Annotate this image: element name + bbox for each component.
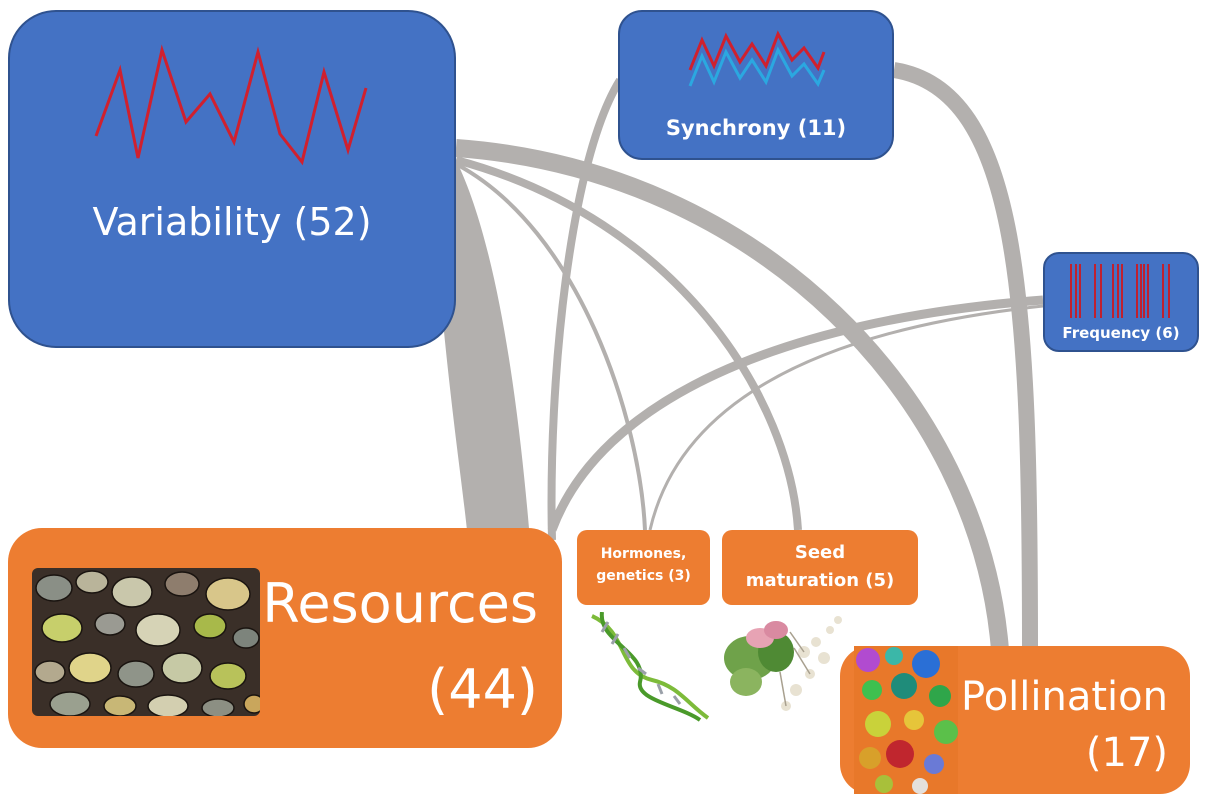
synchrony-trace-icon — [688, 30, 826, 88]
pollination-label: Pollination — [961, 674, 1168, 720]
node-resources: Resources (44) — [8, 528, 562, 748]
synchrony-label: Synchrony (11) — [665, 116, 847, 140]
resources-count: (44) — [427, 658, 538, 721]
link-frequency-resources — [547, 295, 1044, 532]
seed-label: Seed — [794, 542, 846, 563]
leaf-litter-image — [32, 568, 260, 716]
frequency-label: Frequency (6) — [1062, 324, 1180, 342]
link-variability-resources — [440, 160, 530, 540]
link-synchrony-pollination — [892, 62, 1038, 651]
pollination-count: (17) — [1085, 730, 1168, 776]
variability-trace-icon — [94, 44, 368, 166]
node-synchrony: Synchrony (11) — [618, 10, 894, 160]
node-variability: Variability (52) — [8, 10, 456, 348]
pollen-grains-image — [854, 646, 958, 794]
node-pollination: Pollination (17) — [840, 646, 1190, 794]
hormones-label: Hormones, — [600, 546, 687, 562]
link-frequency-hormones — [648, 304, 1044, 531]
node-frequency: Frequency (6) — [1043, 252, 1199, 352]
node-seed-maturation: Seed maturation (5) — [722, 530, 918, 605]
seed-cluster-image — [724, 616, 842, 711]
link-variability-seed — [454, 156, 802, 531]
link-variability-hormones — [455, 162, 647, 531]
variability-label: Variability (52) — [92, 200, 372, 244]
link-synchrony-resources — [547, 77, 624, 541]
dna-helix-icon — [591, 612, 710, 722]
node-hormones-genetics: Hormones, genetics (3) — [577, 530, 710, 605]
seed-count: maturation (5) — [745, 570, 895, 591]
hormones-count: genetics (3) — [596, 568, 691, 584]
resources-label: Resources — [262, 572, 538, 635]
frequency-barcode-icon — [1070, 264, 1170, 318]
